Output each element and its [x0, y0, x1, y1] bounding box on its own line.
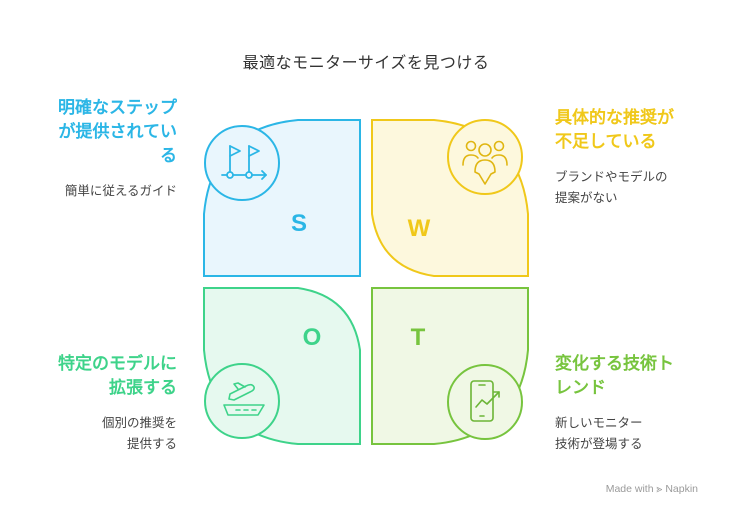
strengths-heading-line: が提供されてい	[58, 122, 178, 142]
opportunities-description: 個別の推奨を 提供する	[8, 412, 177, 454]
opportunities-description-line: 提供する	[126, 436, 177, 451]
strengths-description-line: 簡単に従えるガイド	[64, 183, 177, 198]
opportunities-description-line: 個別の推奨を	[101, 415, 177, 430]
flags-path-icon	[204, 125, 280, 201]
weaknesses-letter: W	[408, 215, 431, 242]
weaknesses-heading-line: 具体的な推奨が	[555, 108, 674, 128]
weaknesses-description: ブランドやモデルの 提案がない	[555, 166, 725, 208]
threats-heading-line: 変化する技術ト	[555, 354, 674, 374]
airplane-runway-icon	[204, 363, 280, 439]
strengths-description: 簡単に従えるガイド	[8, 180, 177, 201]
phone-trend-icon	[447, 364, 523, 440]
opportunities-heading: 特定のモデルに 拡張する	[8, 352, 177, 400]
people-group-icon	[447, 119, 523, 195]
weaknesses-heading-line: 不足している	[555, 132, 657, 152]
threats-letter: T	[411, 324, 426, 351]
threats-description-line: 新しいモニター	[555, 415, 643, 430]
strengths-letter: S	[291, 210, 307, 237]
opportunities-letter: O	[303, 324, 322, 351]
strengths-heading-line: る	[160, 146, 177, 166]
threats-description-line: 技術が登場する	[555, 436, 643, 451]
strengths-heading-line: 明確なステップ	[58, 98, 177, 118]
weaknesses-description-line: 提案がない	[555, 190, 618, 205]
weaknesses-description-line: ブランドやモデルの	[555, 169, 668, 184]
strengths-heading: 明確なステップ が提供されてい る	[8, 96, 177, 168]
threats-heading: 変化する技術ト レンド	[555, 352, 725, 400]
weaknesses-heading: 具体的な推奨が 不足している	[555, 106, 725, 154]
threats-description: 新しいモニター 技術が登場する	[555, 412, 725, 454]
diagram-title: 最適なモニターサイズを見つける	[242, 53, 490, 72]
threats-heading-line: レンド	[555, 378, 606, 398]
opportunities-heading-line: 特定のモデルに	[58, 354, 177, 374]
napkin-watermark: Made with ⪢ Napkin	[605, 483, 698, 495]
opportunities-heading-line: 拡張する	[109, 378, 177, 398]
